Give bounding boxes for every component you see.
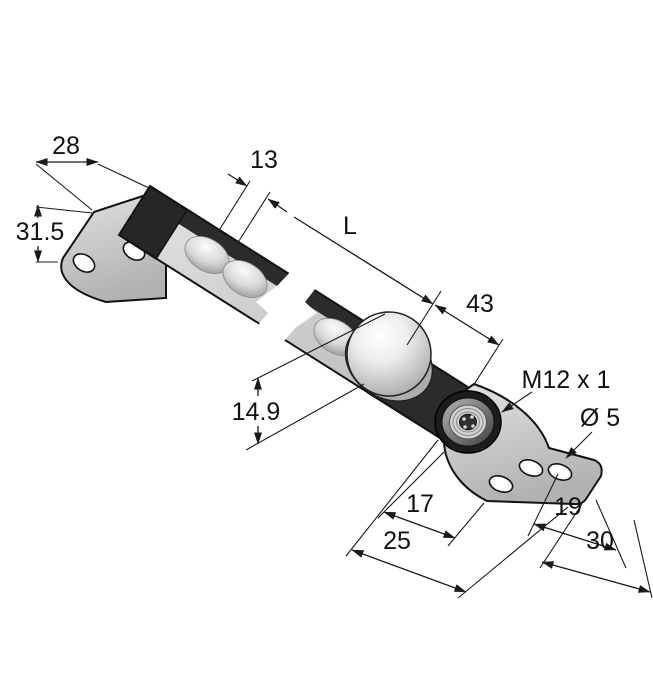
indicator-domes — [184, 236, 359, 356]
dim-14-9-label: 14.9 — [232, 398, 281, 426]
dim-13-line-right — [267, 198, 288, 213]
length-break-mark — [254, 268, 319, 346]
dim-25-label: 25 — [383, 527, 411, 555]
dim-L-line — [293, 216, 434, 305]
dim-L-ext — [406, 290, 442, 346]
dim-31-5-ext-1 — [35, 206, 93, 214]
dim-19-ext-1 — [527, 473, 559, 537]
dim-13: 13 — [217, 146, 288, 245]
dim-L: L — [293, 212, 442, 346]
m12-thread-label: M12 x 1 — [522, 366, 611, 394]
right-bracket-hole-3 — [547, 463, 573, 481]
dim-13-ext-2 — [236, 191, 271, 245]
connector-thread-turn-2 — [456, 411, 480, 433]
dim-19-label: 19 — [554, 493, 582, 521]
dim-25-ext-2 — [457, 506, 569, 599]
m12-connector — [434, 390, 502, 454]
dim-43-ext — [472, 338, 504, 387]
right-bracket-hole-2 — [518, 459, 544, 477]
dim-31-5: 31.5 — [16, 204, 93, 263]
dim-17-label: 17 — [406, 490, 434, 518]
dim-43: 43 — [434, 290, 504, 387]
dim-L-label: L — [343, 212, 357, 240]
dim-28-ext-2 — [97, 163, 150, 189]
dim-19: 19 — [527, 473, 627, 569]
dimensions: 28 31.5 13 L 43 — [16, 132, 653, 599]
connector-pin-3 — [471, 424, 475, 428]
dim-17-ext-2 — [447, 502, 485, 547]
dim-30-line — [541, 561, 651, 593]
dim-25: 25 — [345, 439, 569, 599]
dim-25-ext-1 — [345, 439, 439, 557]
dim-25-line — [351, 549, 467, 593]
dim-14-9-ext-1 — [251, 313, 386, 382]
connector-thread-turn-1 — [452, 408, 484, 436]
dim-28-label: 28 — [52, 132, 80, 160]
hole-diameter-leader-line — [565, 431, 593, 459]
connector-pin-1 — [462, 417, 466, 421]
left-bracket-hole-1 — [72, 253, 96, 273]
dim-13-ext-1 — [217, 180, 251, 233]
indicator-dome-2 — [222, 260, 268, 298]
dim-28-ext-1 — [35, 163, 93, 211]
dim-14-9: 14.9 — [232, 313, 386, 451]
sensor-dome — [344, 311, 434, 402]
dim-30-ext-1 — [539, 503, 583, 569]
dim-30: 30 — [539, 503, 653, 599]
dim-17-ext-1 — [377, 451, 445, 519]
dim-43-label: 43 — [466, 290, 494, 318]
dim-28: 28 — [35, 132, 150, 211]
label-hole-diameter: Ø 5 — [565, 404, 620, 459]
m12-leader-line — [501, 391, 533, 413]
dome-ball — [346, 311, 432, 397]
dim-43-line — [434, 304, 500, 346]
dim-13-line-left — [227, 173, 248, 187]
dim-30-label: 30 — [586, 527, 614, 555]
hole-diameter-label: Ø 5 — [580, 404, 620, 432]
dim-14-9-ext-2 — [245, 383, 365, 451]
connector-pin-2 — [470, 415, 474, 419]
right-bracket-hole-1 — [488, 475, 514, 493]
label-m12-thread: M12 x 1 — [501, 366, 611, 413]
dim-31-5-label: 31.5 — [16, 218, 65, 246]
dim-19-line — [533, 523, 617, 551]
dim-17-line — [383, 511, 456, 539]
connector-pin-4 — [463, 425, 467, 429]
dim-17: 17 — [377, 451, 485, 547]
dim-13-label: 13 — [250, 146, 278, 174]
